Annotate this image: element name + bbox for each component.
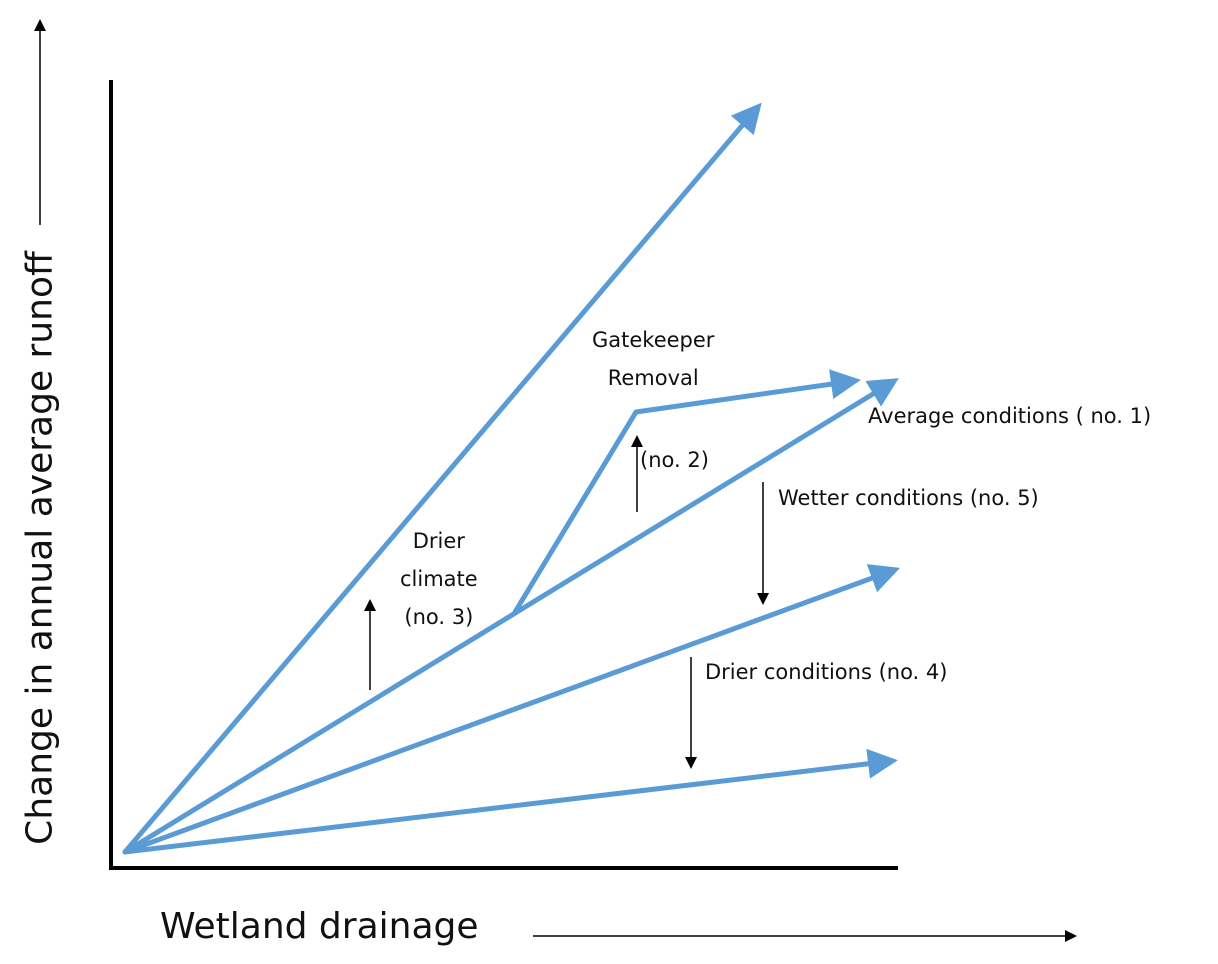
x-axis-label: Wetland drainage: [160, 906, 479, 947]
drier-conditions-label: Drier conditions (no. 4): [705, 660, 948, 684]
label-line: Removal: [607, 366, 699, 390]
drier-climate-trajectory: [122, 102, 762, 855]
gatekeeper-removal-label: Gatekeeper Removal: [592, 321, 714, 397]
wetter-conditions-trajectory: [122, 564, 901, 855]
drier-climate-label: Drier climate (no. 3): [400, 522, 478, 636]
drier-conditions-trajectory: [122, 748, 898, 855]
label-line: climate: [400, 567, 478, 591]
wetter-conditions-label: Wetter conditions (no. 5): [778, 486, 1039, 510]
label-line: Drier: [412, 529, 465, 553]
no2-label: (no. 2): [640, 448, 709, 472]
average-conditions-trajectory: [122, 378, 899, 855]
label-line: Gatekeeper: [592, 328, 715, 352]
label-line: (no. 3): [404, 605, 474, 629]
y-axis-label: Change in annual average runoff: [19, 251, 61, 845]
average-conditions-label: Average conditions ( no. 1): [868, 404, 1152, 428]
gatekeeper-removal-trajectory: [512, 369, 861, 615]
